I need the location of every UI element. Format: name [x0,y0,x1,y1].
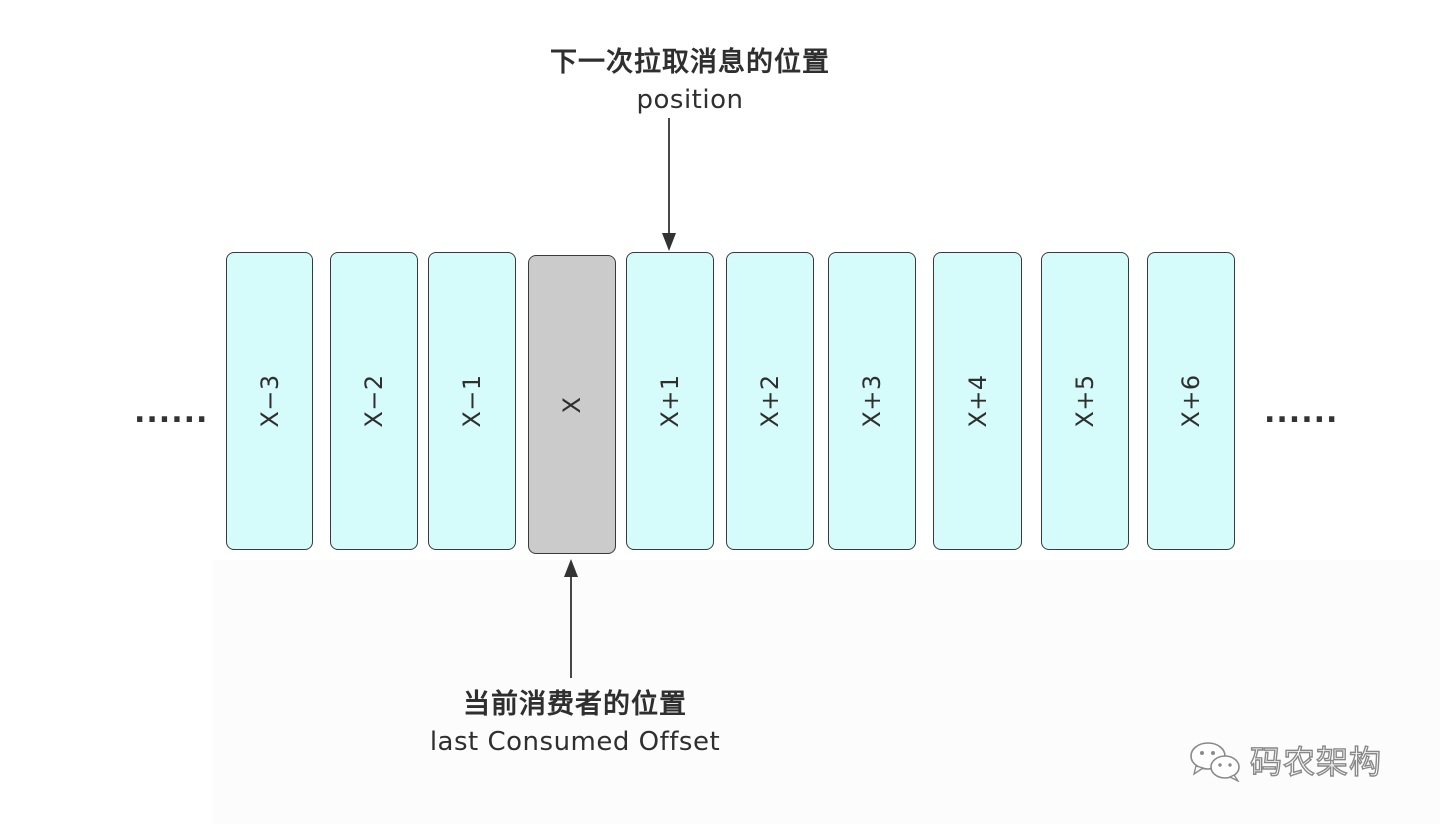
last-consumed-subtitle: last Consumed Offset [429,727,721,757]
next-position-arrow [662,118,676,251]
offset-cell-x-plus-4: X+4 [933,252,1022,550]
offset-cell-x-plus-6: X+6 [1147,252,1235,550]
last-consumed-title: 当前消费者的位置 [463,689,687,720]
watermark: 码农架构 [1186,738,1382,782]
ellipsis-right: ...... [1264,395,1339,430]
last-consumed-arrow [564,559,578,678]
last-consumed-annotation: 当前消费者的位置 last Consumed Offset [400,686,750,760]
offset-cell-x-plus-1: X+1 [626,252,714,550]
offset-cell-x-plus-3: X+3 [828,252,916,550]
next-position-annotation: 下一次拉取消息的位置 position [540,44,840,118]
offset-cell-x-plus-2: X+2 [726,252,814,550]
ellipsis-left: ...... [134,395,209,430]
next-position-title: 下一次拉取消息的位置 [550,47,830,78]
watermark-text: 码农架构 [1249,742,1383,781]
offset-cell-x-minus-1: X−1 [428,252,516,550]
offset-cell-x-minus-3: X−3 [226,252,313,550]
wechat-icon [1190,742,1240,782]
offset-cell-x-plus-5: X+5 [1041,252,1129,550]
offset-cell-x-minus-2: X−2 [330,252,418,550]
offset-cell-x-current: X [528,255,616,554]
next-position-subtitle: position [636,85,744,115]
